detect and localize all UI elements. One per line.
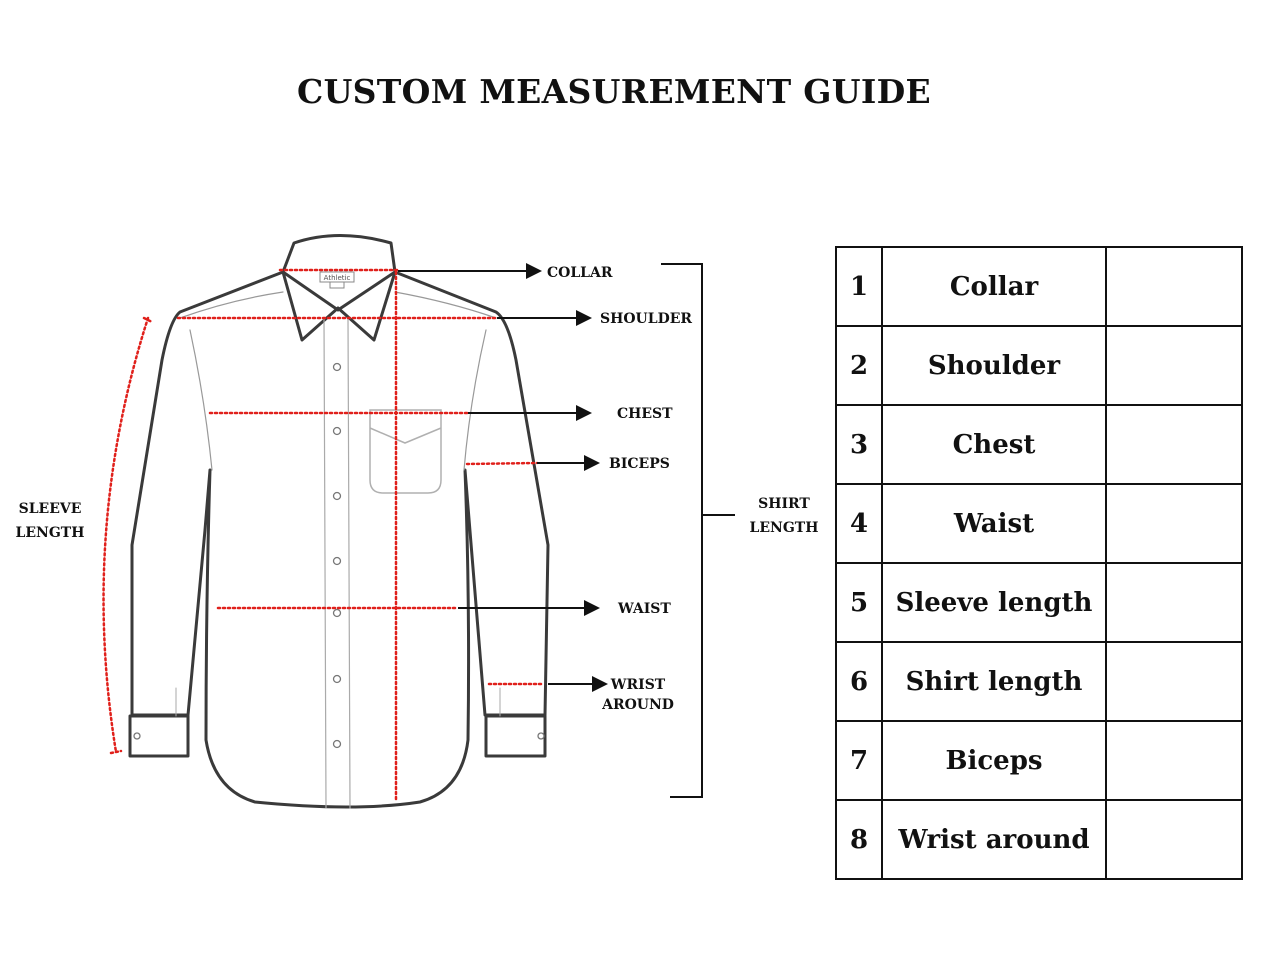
- table-row: 3 Chest: [835, 404, 1243, 485]
- row-measurement-name: Sleeve length: [881, 562, 1107, 643]
- sleeve-length-measure-line: [102, 316, 150, 754]
- biceps-measure-line: [465, 461, 539, 466]
- row-measurement-name: Chest: [881, 404, 1107, 485]
- shirt-buttons: [133, 362, 545, 749]
- measurement-table: 1 Collar 2 Shoulder 3 Chest 4 Waist 5 Sl…: [835, 246, 1243, 880]
- sleeve-length-tick-bottom: [109, 749, 123, 755]
- wrist-label-line1: WRIST: [610, 677, 666, 693]
- shirt-diagram: Athletic COLLAR SHOULDER CHEST BICEPS WA…: [16, 234, 819, 809]
- wrist-label-line2: AROUND: [601, 697, 674, 713]
- row-value-cell[interactable]: [1105, 641, 1243, 722]
- row-number: 8: [835, 799, 883, 880]
- row-number: 6: [835, 641, 883, 722]
- row-measurement-name: Biceps: [881, 720, 1107, 801]
- row-value-cell[interactable]: [1105, 720, 1243, 801]
- row-number: 7: [835, 720, 883, 801]
- row-measurement-name: Shoulder: [881, 325, 1107, 406]
- table-row: 1 Collar: [835, 246, 1243, 327]
- page-title: CUSTOM MEASUREMENT GUIDE: [297, 72, 931, 111]
- sleeve-length-label-line1: SLEEVE: [19, 501, 82, 517]
- row-measurement-name: Shirt length: [881, 641, 1107, 722]
- table-row: 4 Waist: [835, 483, 1243, 564]
- table-row: 2 Shoulder: [835, 325, 1243, 406]
- shirt-outline: [128, 234, 550, 809]
- collar-label: COLLAR: [547, 265, 613, 281]
- chest-label: CHEST: [617, 406, 673, 422]
- shirt-length-bracket: [661, 263, 735, 798]
- shirt-length-label-line2: LENGTH: [750, 520, 819, 536]
- row-value-cell[interactable]: [1105, 562, 1243, 643]
- table-row: 5 Sleeve length: [835, 562, 1243, 643]
- table-row: 7 Biceps: [835, 720, 1243, 801]
- collar-tag: Athletic: [319, 271, 355, 289]
- row-value-cell[interactable]: [1105, 246, 1243, 327]
- table-row: 6 Shirt length: [835, 641, 1243, 722]
- label-arrows: [398, 263, 608, 692]
- sleeve-length-label-line2: LENGTH: [16, 525, 85, 541]
- measurement-lines: [102, 268, 546, 804]
- row-number: 2: [835, 325, 883, 406]
- row-value-cell[interactable]: [1105, 483, 1243, 564]
- table-row: 8 Wrist around: [835, 799, 1243, 880]
- row-measurement-name: Collar: [881, 246, 1107, 327]
- chest-pocket: [369, 409, 442, 494]
- shirt-length-label-line1: SHIRT: [758, 496, 810, 512]
- biceps-label: BICEPS: [609, 456, 670, 472]
- shoulder-label: SHOULDER: [600, 311, 692, 327]
- row-value-cell[interactable]: [1105, 404, 1243, 485]
- collar-tag-text: Athletic: [324, 274, 351, 282]
- row-number: 1: [835, 246, 883, 327]
- waist-label: WAIST: [617, 601, 671, 617]
- sleeve-length-tick-top: [142, 316, 154, 324]
- row-measurement-name: Waist: [881, 483, 1107, 564]
- row-number: 3: [835, 404, 883, 485]
- row-measurement-name: Wrist around: [881, 799, 1107, 880]
- row-number: 4: [835, 483, 883, 564]
- row-value-cell[interactable]: [1105, 799, 1243, 880]
- row-value-cell[interactable]: [1105, 325, 1243, 406]
- row-number: 5: [835, 562, 883, 643]
